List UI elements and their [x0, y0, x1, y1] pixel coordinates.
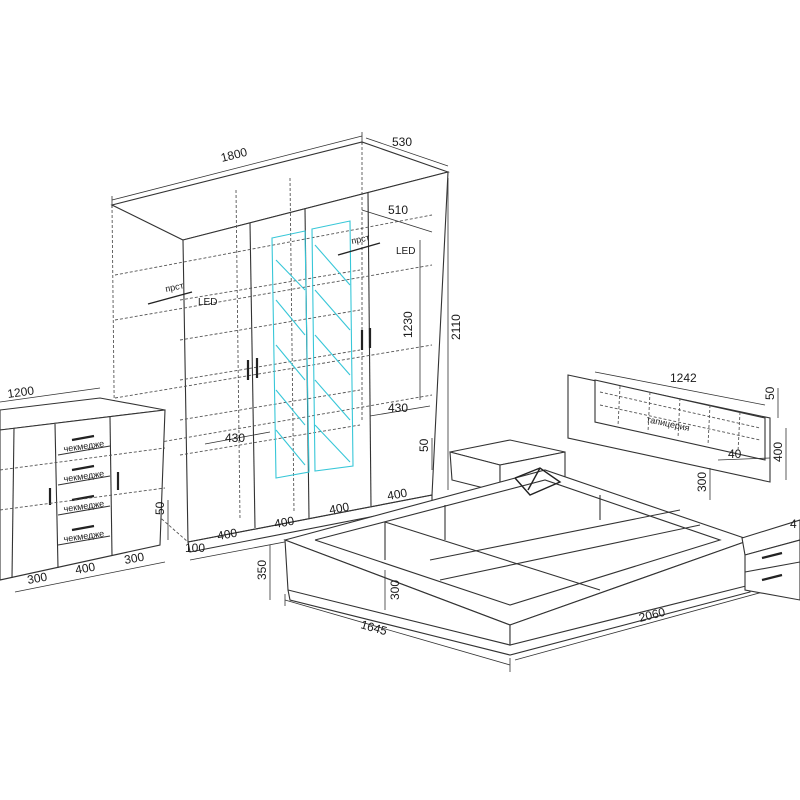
- dim-nightstand-width: 4: [790, 517, 797, 531]
- dim-bottom-2: 400: [273, 514, 295, 531]
- wardrobe-shelves: [114, 177, 433, 521]
- dim-wardrobe-depth: 530: [392, 135, 412, 149]
- rail-label-left: прст: [164, 280, 184, 294]
- bed: тапицерия 1242 50 400 40 300 350 300: [255, 371, 787, 672]
- dim-bed-frame-height: 350: [255, 560, 269, 580]
- dim-wardrobe-drawer: 50: [417, 438, 431, 452]
- dim-wardrobe-width: 1800: [219, 145, 249, 165]
- wardrobe-glass-door: [271, 220, 354, 479]
- dim-dresser-bottom-3: 300: [123, 550, 145, 567]
- dim-bed-length: 2060: [637, 605, 667, 625]
- led-label-right: LED: [396, 246, 415, 257]
- dim-headboard-top: 50: [763, 386, 777, 400]
- dim-dresser-leg: 50: [153, 501, 167, 515]
- dresser: чекмедже чекмедже чекмедже чекмедже 1200…: [0, 383, 169, 593]
- rail-label-right: прст: [350, 232, 370, 246]
- dim-headboard-height: 400: [771, 442, 785, 462]
- dim-inner-width-left: 430: [225, 431, 245, 445]
- dim-dresser-bottom-1: 300: [26, 570, 48, 587]
- led-label-left: LED: [198, 297, 217, 308]
- dim-dresser-width: 1200: [6, 383, 35, 401]
- lift-mechanism: [514, 467, 562, 496]
- dim-bottom-4: 400: [386, 486, 408, 503]
- dim-wardrobe-inner-depth: 510: [388, 203, 408, 217]
- hanging-rail-right: [337, 242, 381, 256]
- dim-wardrobe-height: 2110: [449, 314, 463, 340]
- dim-shelf-height: 1230: [401, 311, 415, 338]
- nightstand-right: 4: [741, 517, 800, 601]
- dim-dresser-bottom-2: 400: [74, 560, 96, 577]
- dim-headboard-width: 1242: [670, 371, 697, 385]
- dim-bottom-1: 400: [216, 526, 238, 543]
- dim-bed-inner-height: 300: [388, 580, 402, 600]
- dim-bottom-3: 400: [328, 500, 350, 517]
- wardrobe: 1800 530 510 2110 1230 430 430 50 400 40…: [110, 132, 463, 561]
- dim-headboard-side: 40: [728, 447, 742, 461]
- headboard-upholstery: [594, 379, 766, 461]
- dim-base: 100: [185, 541, 205, 555]
- dim-inner-width-right: 430: [388, 401, 408, 415]
- dim-bed-width: 1645: [359, 617, 389, 638]
- hanging-rail-left: [147, 291, 193, 305]
- dim-storage-height: 300: [695, 472, 709, 492]
